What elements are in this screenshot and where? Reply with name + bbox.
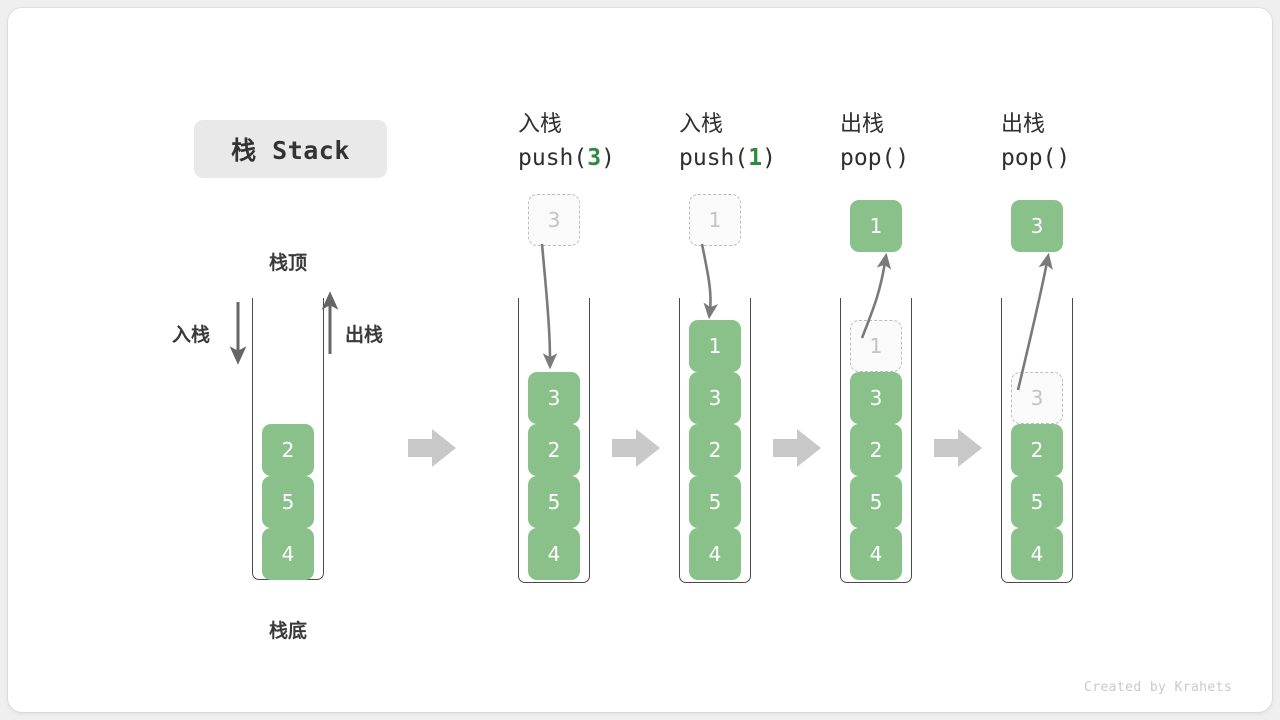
stack-cell-ghost: 1 — [850, 320, 902, 372]
stack-top-label-wrap: 栈顶 — [252, 248, 324, 275]
transition-arrow-2 — [612, 429, 660, 467]
stack-cell: 3 — [689, 372, 741, 424]
step-operation-cn: 入栈 — [679, 112, 724, 137]
floating-cell: 3 — [528, 194, 580, 246]
base-stack-cell: 2 — [262, 424, 314, 476]
stack-cell: 4 — [1011, 528, 1063, 580]
step-operation-cn: 出栈 — [1001, 112, 1046, 137]
stack-cell: 4 — [850, 528, 902, 580]
floating-cell: 1 — [689, 194, 741, 246]
stack-container — [518, 298, 590, 583]
stack-bottom-label-wrap: 栈底 — [252, 616, 324, 643]
step-operation-arg: 1 — [748, 145, 763, 171]
stack-cell: 2 — [689, 424, 741, 476]
stack-bottom-label: 栈底 — [268, 620, 307, 642]
title-badge: 栈 Stack — [194, 120, 387, 178]
stack-cell: 2 — [850, 424, 902, 476]
step-operation-code: pop() — [840, 145, 910, 171]
stack-cell-ghost: 3 — [1011, 372, 1063, 424]
stack-cell: 1 — [689, 320, 741, 372]
step-operation-code: pop() — [1001, 145, 1071, 171]
floating-cell: 1 — [850, 200, 902, 252]
step-operation-arg: 3 — [587, 145, 602, 171]
step-operation-label: 入栈 push(1) — [679, 112, 776, 172]
stack-cell: 2 — [1011, 424, 1063, 476]
stack-cell: 4 — [689, 528, 741, 580]
step-operation-cn: 出栈 — [840, 112, 885, 137]
stack-cell: 2 — [528, 424, 580, 476]
base-stack-cell: 5 — [262, 476, 314, 528]
push-direction-label: 入栈 — [172, 324, 211, 346]
floating-cell: 3 — [1011, 200, 1063, 252]
step-operation-code: push(3) — [518, 145, 615, 171]
stack-container — [1001, 298, 1073, 583]
stack-cell: 4 — [528, 528, 580, 580]
transition-arrow-4 — [934, 429, 982, 467]
base-stack-cell: 4 — [262, 528, 314, 580]
step-operation-label: 入栈 push(3) — [518, 112, 615, 172]
step-operation-label: 出栈 pop() — [1001, 112, 1070, 172]
stack-cell: 5 — [850, 476, 902, 528]
arrows-overlay — [229, 243, 1053, 467]
transition-arrow-3 — [773, 429, 821, 467]
stack-cell: 5 — [528, 476, 580, 528]
footer-credit: Created by Krahets — [1084, 680, 1233, 695]
step-operation-label: 出栈 pop() — [840, 112, 909, 172]
stack-container — [840, 298, 912, 583]
stack-container — [679, 298, 751, 583]
stack-cell: 5 — [689, 476, 741, 528]
pop-direction-label: 出栈 — [345, 324, 384, 346]
step-operation-cn: 入栈 — [518, 112, 563, 137]
stack-cell: 3 — [528, 372, 580, 424]
stack-cell: 5 — [1011, 476, 1063, 528]
stack-top-label: 栈顶 — [268, 252, 307, 274]
page-title: 栈 Stack — [231, 136, 350, 165]
stack-cell: 3 — [850, 372, 902, 424]
step-operation-code: push(1) — [679, 145, 776, 171]
transition-arrow-1 — [408, 429, 456, 467]
